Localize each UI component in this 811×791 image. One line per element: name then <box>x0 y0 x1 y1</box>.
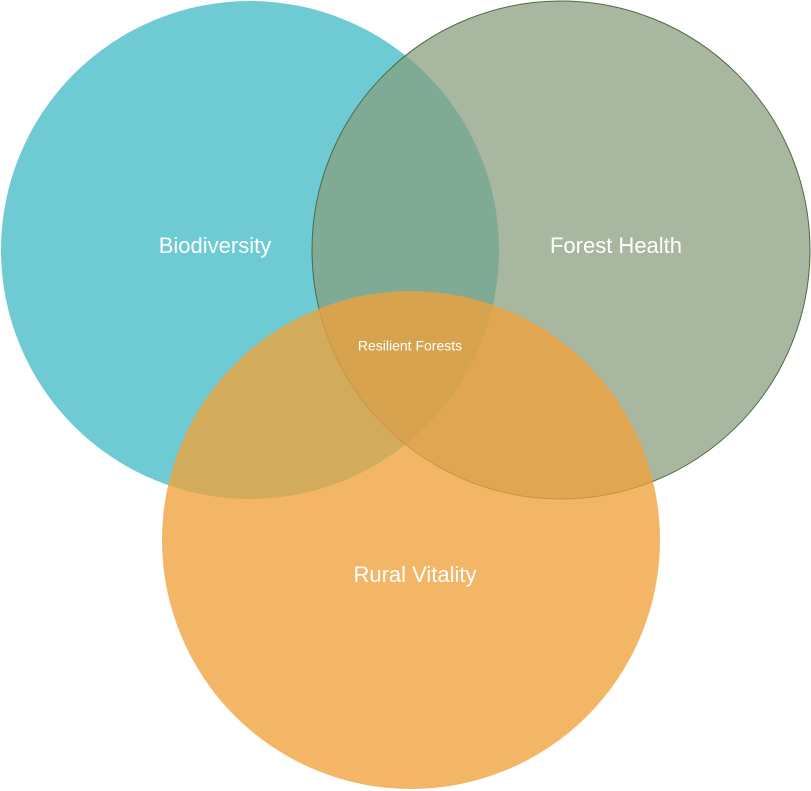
rural-vitality-circle <box>162 291 660 789</box>
intersection-label: Resilient Forests <box>358 338 462 354</box>
biodiversity-label: Biodiversity <box>159 233 271 258</box>
rural-vitality-label: Rural Vitality <box>353 562 476 587</box>
forest-health-label: Forest Health <box>550 233 682 258</box>
